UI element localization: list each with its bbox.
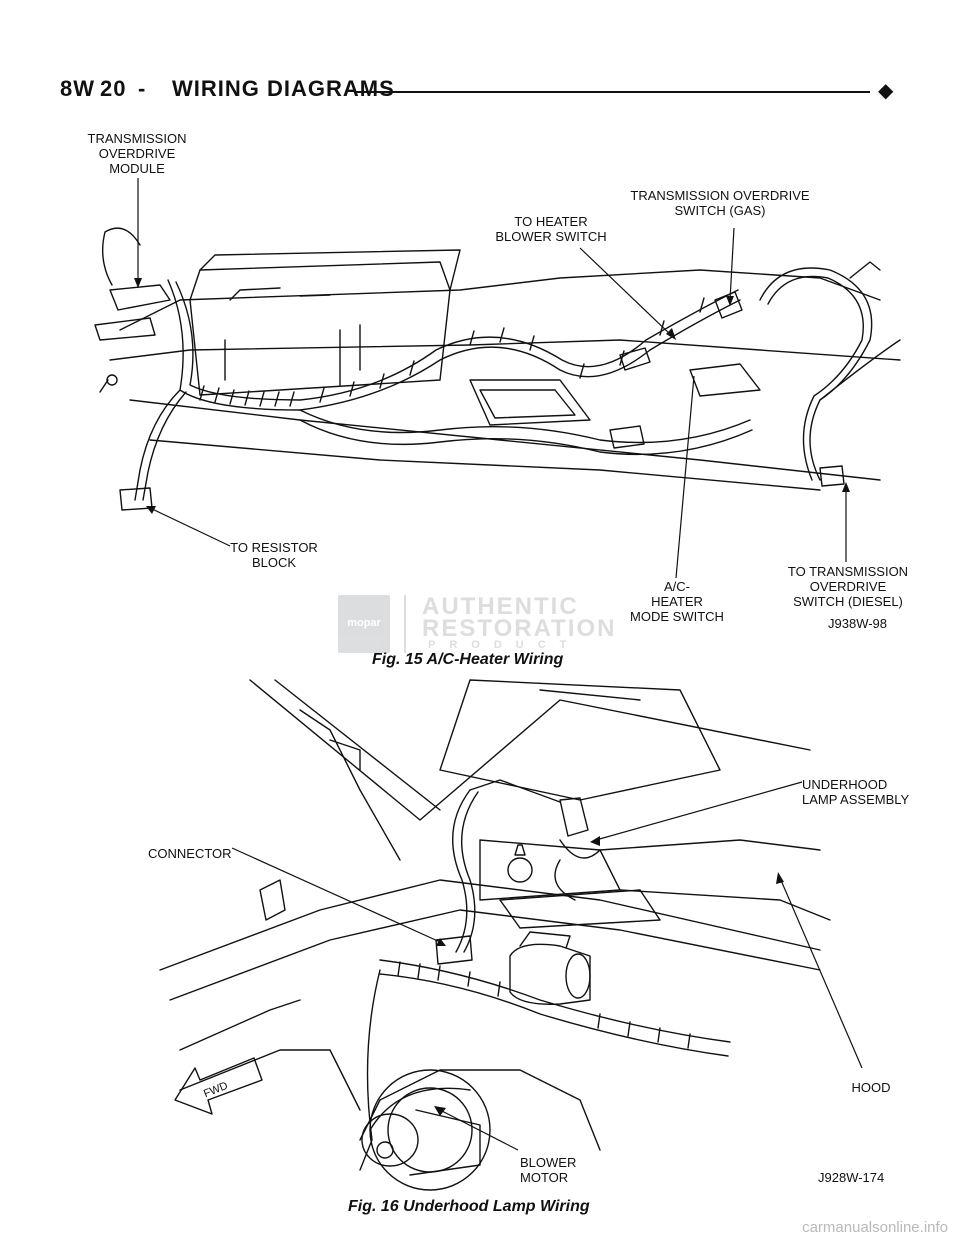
page-header: 8W - 20 WIRING DIAGRAMS ◆ <box>60 76 900 106</box>
page-number: 20 <box>100 76 127 101</box>
watermark-line-3: PRODUCT <box>428 639 581 651</box>
mopar-logo-icon: mopar <box>338 595 390 653</box>
watermark-line-1: AUTHENTIC <box>422 593 579 620</box>
figure-15-code: J938W-98 <box>828 616 888 631</box>
label-transmission-overdrive-switch-gas: TRANSMISSION OVERDRIVE SWITCH (GAS) <box>630 188 810 218</box>
watermark-divider <box>404 595 406 653</box>
label-to-transmission-overdrive-switch-diesel: TO TRANSMISSION OVERDRIVE SWITCH (DIESEL… <box>787 564 909 609</box>
label-ac-heater-mode-switch: A/C- HEATER MODE SWITCH <box>630 579 724 624</box>
label-hood: HOOD <box>851 1080 891 1095</box>
source-url: carmanualsonline.info <box>802 1219 948 1236</box>
label-blower-motor: BLOWER MOTOR <box>520 1155 577 1185</box>
diamond-marker-icon: ◆ <box>878 80 894 102</box>
header-separator: - <box>138 76 146 101</box>
label-connector: CONNECTOR <box>148 846 232 861</box>
figure-16-diagram <box>159 679 863 1191</box>
figure-15-caption: Fig. 15 A/C-Heater Wiring <box>372 651 564 668</box>
figure-15-diagram <box>94 178 901 579</box>
restoration-watermark: mopar AUTHENTIC RESTORATION PRODUCT <box>338 593 678 655</box>
label-transmission-overdrive-module: TRANSMISSION OVERDRIVE MODULE <box>87 131 187 176</box>
page-title: WIRING DIAGRAMS <box>172 76 395 101</box>
figure-16-caption: Fig. 16 Underhood Lamp Wiring <box>348 1198 590 1215</box>
label-to-heater-blower-switch: TO HEATER BLOWER SWITCH <box>495 214 607 244</box>
watermark-line-2: RESTORATION <box>422 615 617 642</box>
header-rule <box>356 91 870 93</box>
label-underhood-lamp-assembly: UNDERHOOD LAMP ASSEMBLY <box>802 777 910 807</box>
label-to-resistor-block: TO RESISTOR BLOCK <box>230 540 318 570</box>
figure-16-code: J928W-174 <box>818 1170 885 1185</box>
section-code: 8W <box>60 76 95 101</box>
